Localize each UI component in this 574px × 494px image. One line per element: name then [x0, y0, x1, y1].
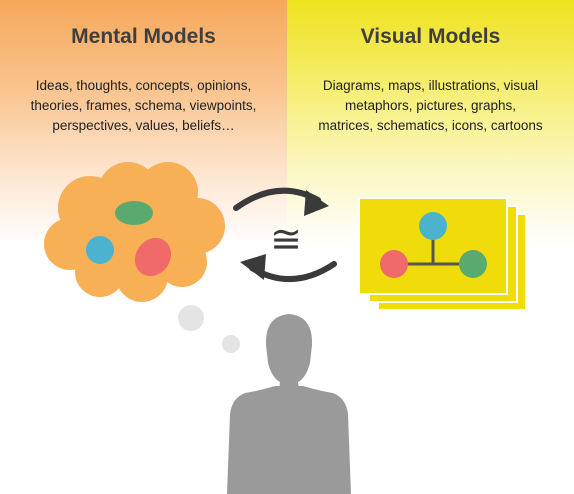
visual-models-title: Visual Models: [360, 25, 501, 48]
exchange-arrows-icon: [233, 187, 337, 282]
visual-desc-line: metaphors, pictures, graphs,: [344, 98, 517, 113]
visual-models-description: Diagrams, maps, illustrations, visual me…: [298, 76, 563, 136]
thought-cloud: [44, 162, 225, 302]
visual-diagram-stack: [358, 197, 527, 311]
thought-bubble-large: [178, 305, 204, 331]
diagram-node-green: [459, 250, 487, 278]
mental-desc-line: perspectives, values, beliefs…: [52, 118, 235, 133]
approximately-equal-symbol: ≅: [270, 217, 302, 261]
idea-dot-red: [134, 237, 172, 277]
mental-models-description: Ideas, thoughts, concepts, opinions, the…: [12, 76, 275, 136]
idea-dot-green: [115, 201, 153, 225]
diagram-node-red: [380, 250, 408, 278]
idea-dot-blue: [86, 236, 114, 264]
mental-desc-line: theories, frames, schema, viewpoints,: [30, 98, 257, 113]
mental-desc-line: Ideas, thoughts, concepts, opinions,: [35, 78, 252, 93]
person-silhouette: [227, 314, 351, 494]
thought-bubble-small: [222, 335, 240, 353]
visual-desc-line: matrices, schematics, icons, cartoons: [318, 118, 543, 133]
diagram-node-blue: [419, 212, 447, 240]
mental-models-title: Mental Models: [71, 25, 216, 48]
visual-desc-line: Diagrams, maps, illustrations, visual: [322, 78, 539, 93]
